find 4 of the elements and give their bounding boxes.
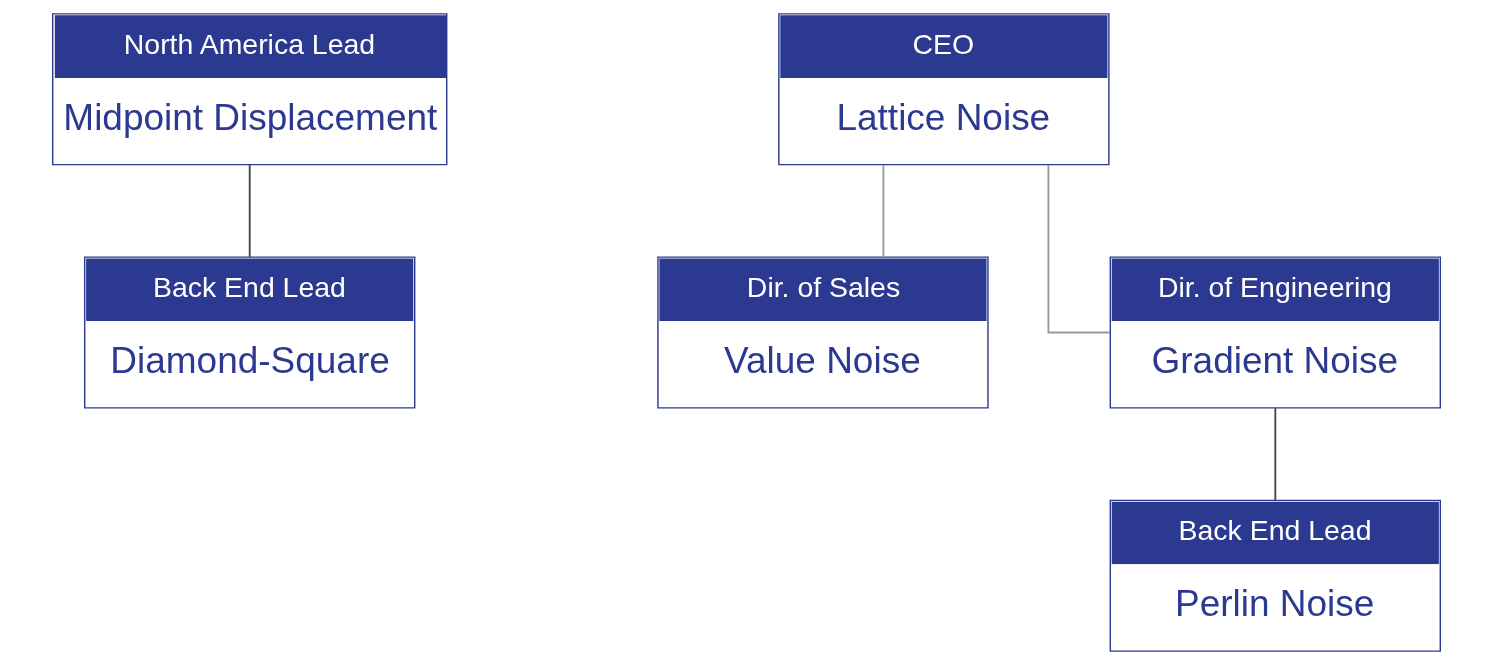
connector (248, 163, 251, 258)
connector (882, 163, 885, 258)
connector (1274, 407, 1277, 502)
connector (1047, 163, 1111, 334)
